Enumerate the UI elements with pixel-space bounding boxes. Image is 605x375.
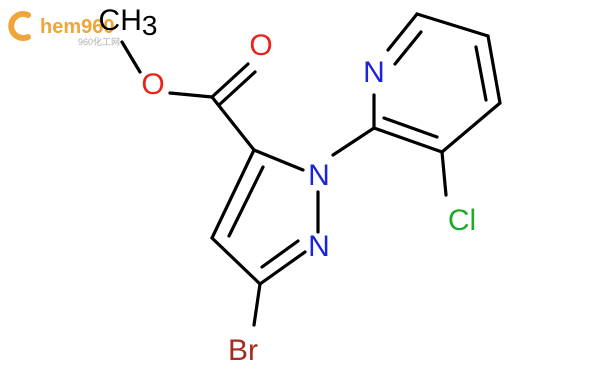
bond-c3-c4 — [210, 236, 262, 286]
watermark-c-icon — [8, 11, 31, 41]
bond-c4-c3 — [440, 101, 502, 154]
atom-bromine: Br — [228, 334, 258, 367]
bond-c6-c5 — [415, 12, 490, 38]
bond-pyn-c6-inner — [393, 30, 423, 66]
atom-chlorine: Cl — [448, 204, 476, 237]
bond-c5-c4-inner — [474, 45, 488, 102]
bond-pyn-c6 — [386, 12, 419, 52]
watermark-brand: hem960 — [40, 16, 115, 38]
bond-carbonyl-c5 — [210, 95, 256, 152]
atom-labels: CH3 O O N N N Cl Br — [99, 4, 477, 367]
bond-n2-c3-b — [260, 239, 300, 269]
atom-pyrazole-n1: N — [308, 159, 330, 192]
bonds — [120, 12, 502, 327]
bond-c3-c2-inner — [382, 116, 439, 139]
bond-c3-br — [252, 282, 262, 327]
bond-c4-c5-a — [210, 148, 256, 240]
bond-c3-c2 — [372, 126, 444, 154]
atom-pyridine-nitrogen: N — [363, 56, 385, 89]
watermark-subtext: 960化工网 — [78, 36, 120, 47]
bond-n1-pyc2 — [331, 126, 376, 157]
bond-c5-n1 — [252, 148, 305, 172]
bond-carbonyl-double-a — [210, 62, 250, 99]
atom-carbonyl-oxygen: O — [249, 29, 272, 62]
watermark-logo: hem960 960化工网 — [8, 11, 120, 47]
bond-carbonyl-double-b — [217, 70, 257, 107]
bond-n2-c3-a — [258, 250, 307, 286]
atom-methyl: CH3 — [99, 4, 158, 41]
bond-c5-c4 — [486, 34, 502, 105]
atom-ester-oxygen: O — [141, 68, 164, 101]
bond-o-carbonyl — [168, 91, 214, 99]
bond-c4-c5-b — [227, 165, 265, 238]
bond-pyc3-cl — [440, 150, 448, 197]
bond-methyl-o — [120, 40, 142, 74]
atom-pyrazole-n2: N — [308, 230, 330, 263]
